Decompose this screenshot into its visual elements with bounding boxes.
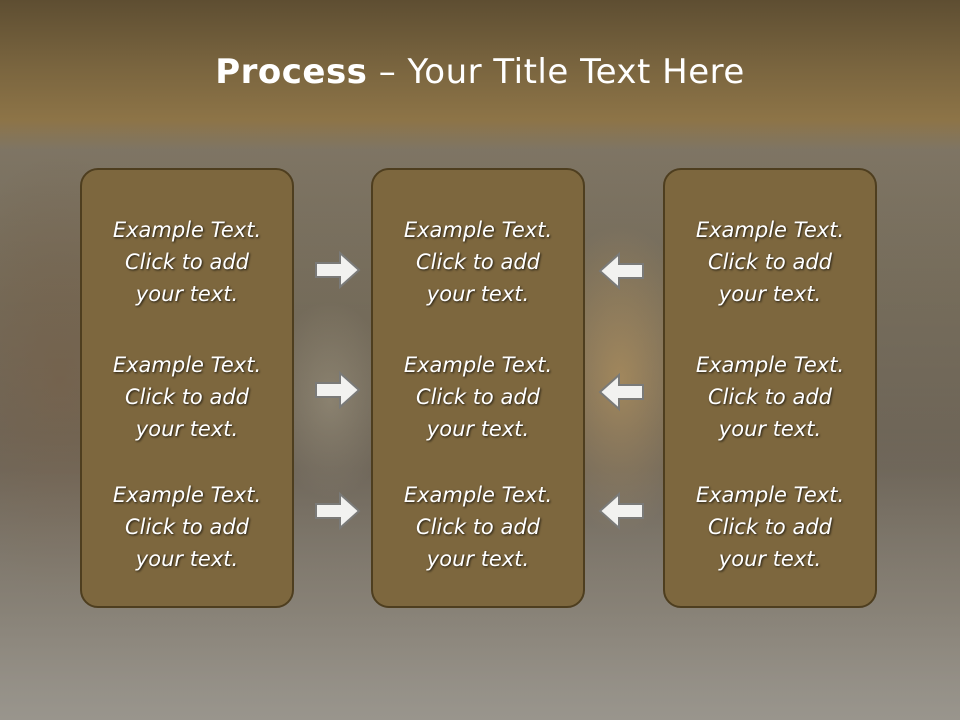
right-panel[interactable]: Example Text. Click to add your text. Ex… [663,168,877,608]
placeholder-text[interactable]: Example Text. Click to add your text. [695,353,845,441]
left-arrow-icon [598,251,644,291]
title-rest-text: – Your Title Text Here [367,52,745,92]
left-panel[interactable]: Example Text. Click to add your text. Ex… [80,168,294,608]
center-panel[interactable]: Example Text. Click to add your text. Ex… [371,168,585,608]
placeholder-text[interactable]: Example Text. Click to add your text. [112,353,262,441]
placeholder-text[interactable]: Example Text. Click to add your text. [112,218,262,306]
right-arrow-icon [315,370,361,410]
placeholder-text[interactable]: Example Text. Click to add your text. [403,218,553,306]
right-arrow-icon [315,491,361,531]
placeholder-text[interactable]: Example Text. Click to add your text. [695,218,845,306]
placeholder-text[interactable]: Example Text. Click to add your text. [403,353,553,441]
left-arrow-icon [598,372,644,412]
placeholder-text[interactable]: Example Text. Click to add your text. [112,483,262,571]
right-arrow-icon [315,250,361,290]
title-band [0,0,960,150]
title-bold-text: Process [215,52,368,92]
slide-title[interactable]: Process – Your Title Text Here [0,52,960,92]
left-arrow-icon [598,491,644,531]
placeholder-text[interactable]: Example Text. Click to add your text. [695,483,845,571]
placeholder-text[interactable]: Example Text. Click to add your text. [403,483,553,571]
